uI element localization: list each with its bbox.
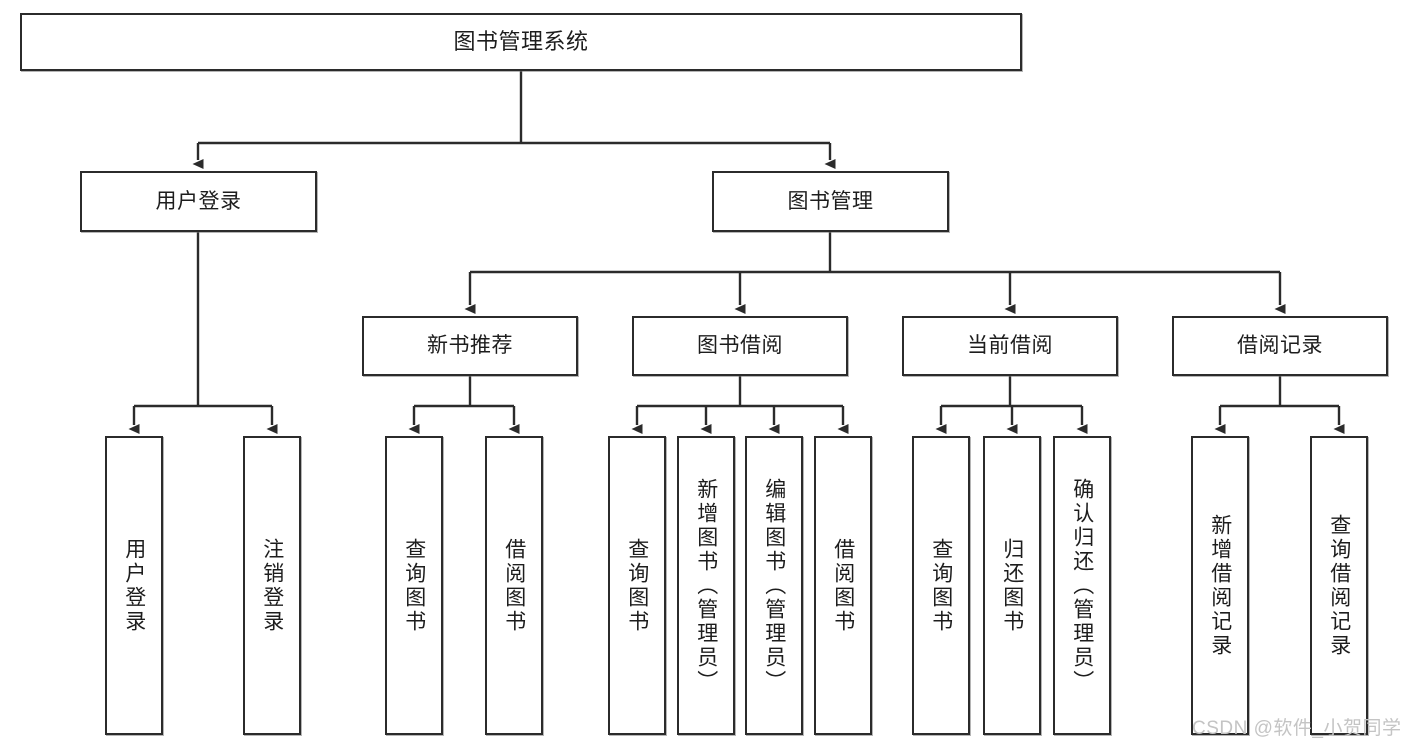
node-leaf-add-book-label: 新增图书（管理员）: [694, 477, 718, 694]
node-book-borrow-label: 图书借阅: [697, 334, 783, 358]
node-leaf-query-record-label: 查询借阅记录: [1327, 513, 1351, 658]
node-leaf-borrow-book-rec-label: 借阅图书: [502, 537, 526, 634]
edge-group-root: [192, 71, 836, 169]
node-leaf-query-book-cur-label: 查询图书: [929, 537, 953, 634]
node-leaf-logout[interactable]: 注销登录: [243, 436, 301, 735]
node-leaf-add-record[interactable]: 新增借阅记录: [1191, 436, 1249, 735]
node-current-borrow-label: 当前借阅: [967, 334, 1053, 358]
node-leaf-confirm-return-label: 确认归还（管理员）: [1070, 477, 1094, 694]
node-leaf-edit-book[interactable]: 编辑图书（管理员）: [745, 436, 803, 735]
node-borrow-record[interactable]: 借阅记录: [1172, 316, 1388, 376]
node-user-login[interactable]: 用户登录: [80, 171, 317, 232]
node-leaf-user-login[interactable]: 用户登录: [105, 436, 163, 735]
node-leaf-logout-label: 注销登录: [260, 537, 284, 634]
node-leaf-query-book-rec[interactable]: 查询图书: [385, 436, 443, 735]
edge-group-book-borrow: [631, 376, 849, 434]
edge-group-new-book-rec: [408, 376, 520, 434]
edge-group-user-login: [128, 232, 278, 434]
node-book-manage-label: 图书管理: [787, 189, 874, 213]
node-new-book-rec[interactable]: 新书推荐: [362, 316, 578, 376]
node-leaf-borrow-book-rec[interactable]: 借阅图书: [485, 436, 543, 735]
node-leaf-borrow-book-label: 借阅图书: [831, 537, 855, 634]
node-book-manage[interactable]: 图书管理: [712, 171, 949, 232]
node-root[interactable]: 图书管理系统: [20, 13, 1022, 71]
node-leaf-query-book-cur[interactable]: 查询图书: [912, 436, 970, 735]
node-root-label: 图书管理系统: [453, 28, 589, 54]
node-user-login-label: 用户登录: [155, 189, 242, 213]
node-new-book-rec-label: 新书推荐: [427, 334, 513, 358]
node-leaf-query-book-rec-label: 查询图书: [402, 537, 426, 634]
edge-group-borrow-record: [1214, 376, 1345, 434]
node-leaf-borrow-book[interactable]: 借阅图书: [814, 436, 872, 735]
node-current-borrow[interactable]: 当前借阅: [902, 316, 1118, 376]
node-leaf-return-book[interactable]: 归还图书: [983, 436, 1041, 735]
edge-group-book-manage: [464, 232, 1286, 314]
node-borrow-record-label: 借阅记录: [1237, 334, 1323, 358]
edge-group-current-borrow: [935, 376, 1088, 434]
node-leaf-query-record[interactable]: 查询借阅记录: [1310, 436, 1368, 735]
node-leaf-user-login-label: 用户登录: [122, 537, 146, 634]
node-leaf-add-book[interactable]: 新增图书（管理员）: [677, 436, 735, 735]
node-leaf-confirm-return[interactable]: 确认归还（管理员）: [1053, 436, 1111, 735]
node-leaf-edit-book-label: 编辑图书（管理员）: [762, 477, 786, 694]
node-leaf-add-record-label: 新增借阅记录: [1208, 513, 1232, 658]
node-leaf-query-book-borrow[interactable]: 查询图书: [608, 436, 666, 735]
node-leaf-return-book-label: 归还图书: [1000, 537, 1024, 634]
node-book-borrow[interactable]: 图书借阅: [632, 316, 848, 376]
node-leaf-query-book-borrow-label: 查询图书: [625, 537, 649, 634]
watermark: CSDN @软件_小贺同学: [1192, 718, 1402, 739]
